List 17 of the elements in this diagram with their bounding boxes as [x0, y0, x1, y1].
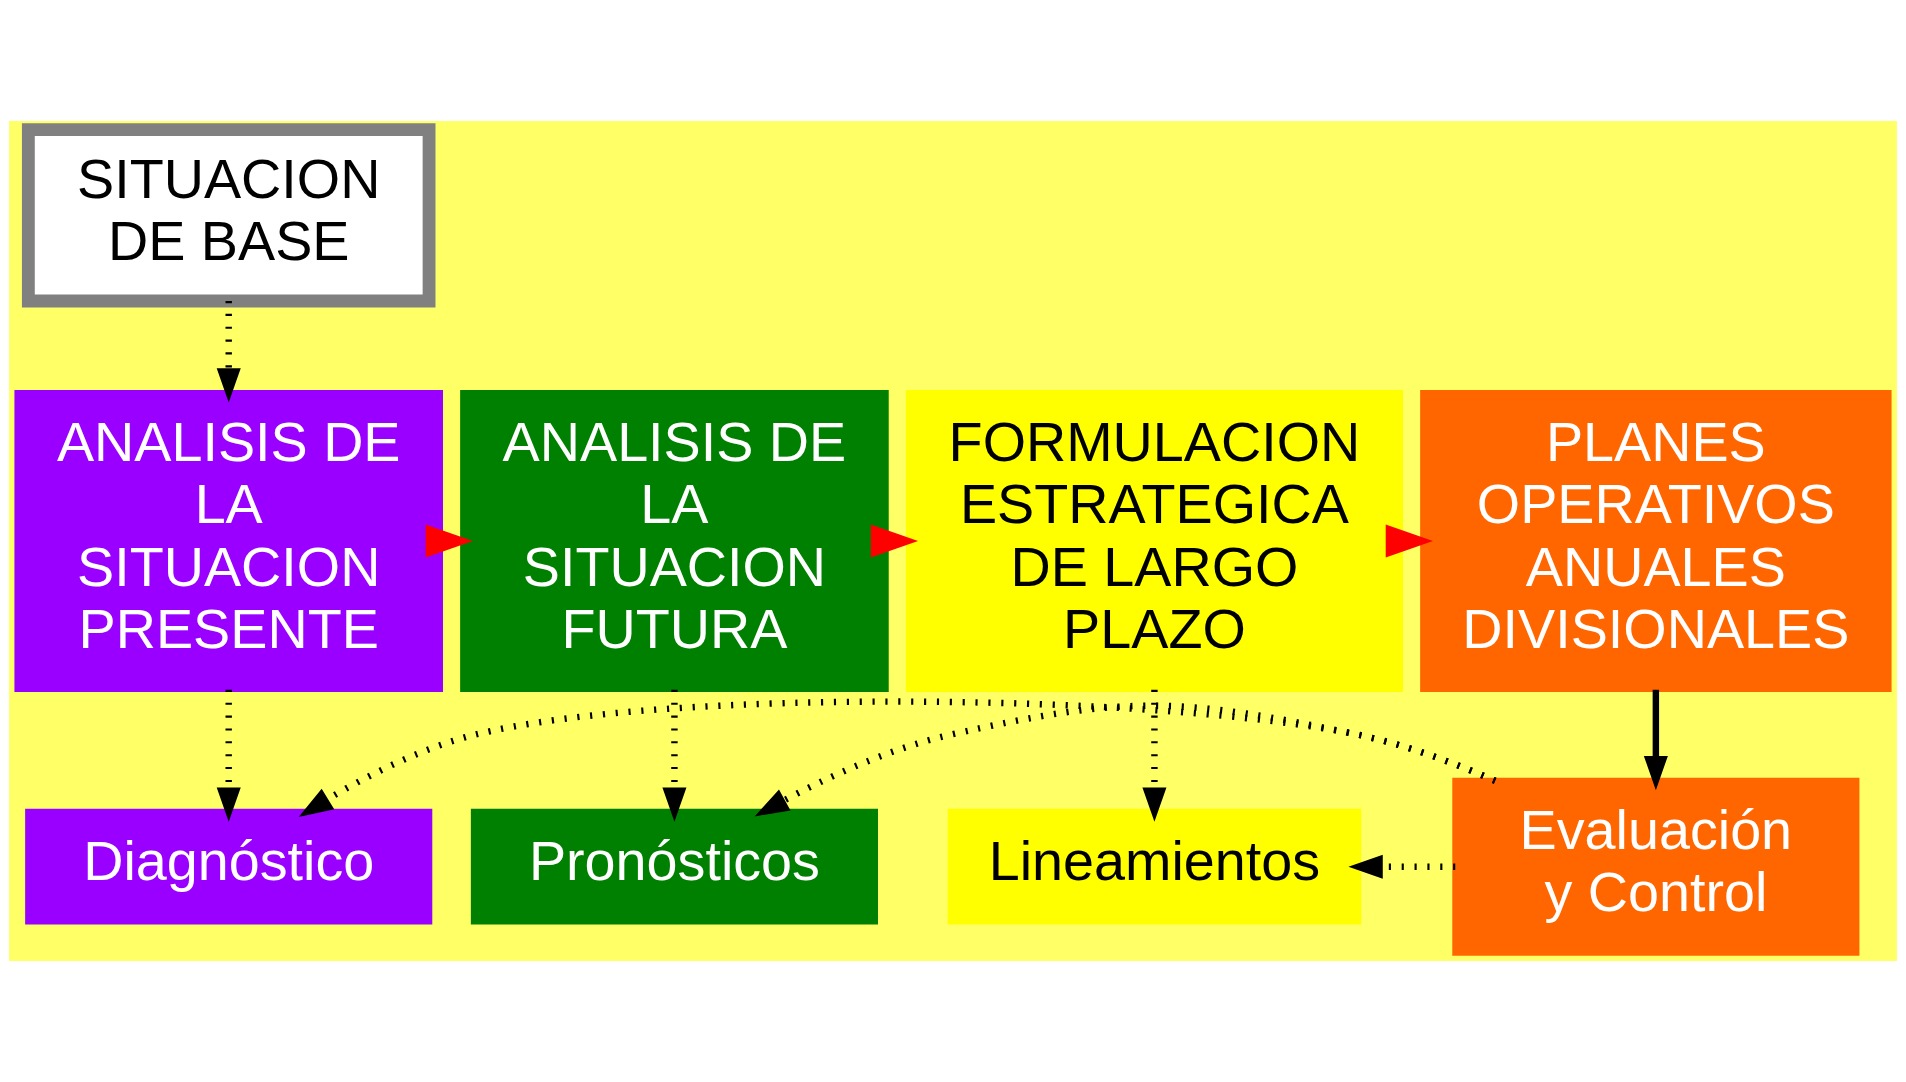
arrow [216, 689, 241, 822]
arrow [298, 698, 1497, 817]
arrow [1142, 689, 1167, 822]
arrow [425, 524, 473, 558]
arrow [870, 524, 919, 558]
node-box: PLANES OPERATIVOS ANUALES DIVISIONALES [1420, 389, 1892, 693]
arrow [1348, 854, 1456, 879]
arrow [1643, 689, 1668, 791]
arrow [1385, 524, 1433, 558]
node-box: Pronósticos [470, 808, 878, 925]
arrow [662, 689, 687, 822]
node-box: Lineamientos [947, 808, 1362, 925]
arrow [216, 301, 241, 403]
node-box: Evaluación y Control [1452, 777, 1860, 956]
arrow [754, 702, 1497, 817]
node-box: SITUACION DE BASE [21, 123, 436, 308]
node-box: Diagnóstico [25, 808, 433, 925]
